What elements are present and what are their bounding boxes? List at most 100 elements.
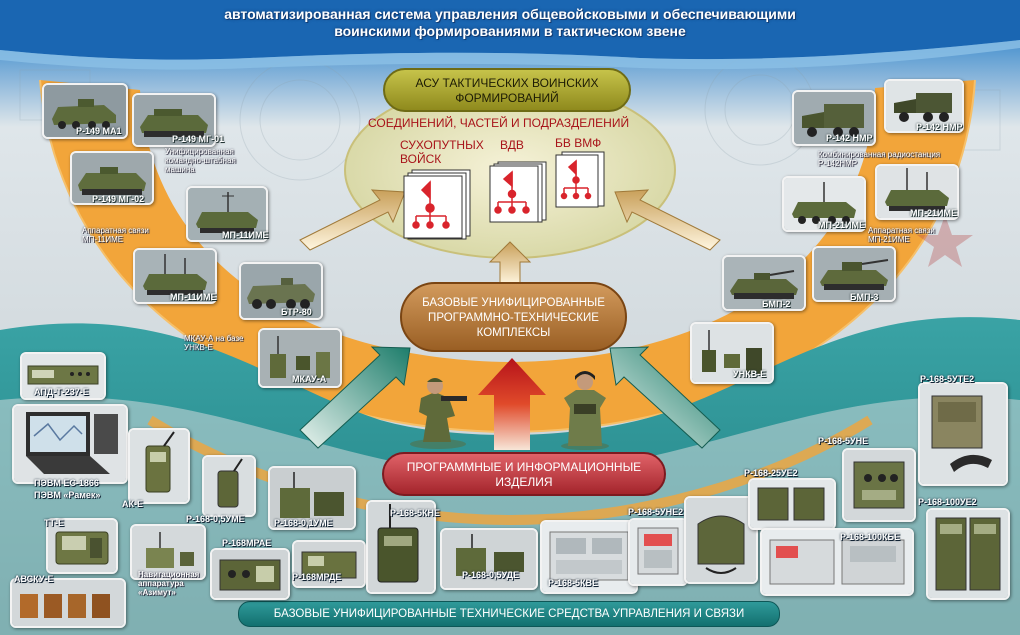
device-card-r168-100ue2 [926, 508, 1010, 600]
label-mp11ime-b: МП-11ИМЕ [170, 292, 217, 302]
tech-means-pill: БАЗОВЫЕ УНИФИЦИРОВАННЫЕ ТЕХНИЧЕСКИЕ СРЕД… [238, 601, 780, 627]
device-card-apd [20, 352, 106, 400]
btr-image [241, 264, 321, 318]
rack-radio-image [928, 510, 1008, 598]
label-r168-01ume: Р-168-0,1УМЕ [274, 518, 333, 528]
radio-set-image [270, 468, 354, 528]
apc-with-antenna-image [188, 188, 266, 240]
device-card-azimut [130, 524, 206, 580]
handheld-radio-image [204, 457, 254, 515]
label-mp21ime-a: МП-21ИМЕ [818, 220, 865, 230]
label-avsku: АВСКУ-Е [14, 574, 54, 584]
vehicle-card-r149mg01 [132, 93, 216, 147]
bv-label: БВ ВМФ [555, 136, 602, 150]
label-r168-05ume: Р-168-0,5УМЕ [186, 514, 245, 524]
device-card-r168-01ume [268, 466, 356, 530]
bmp-image [814, 248, 894, 300]
title-line-1: автоматизированная система управления об… [224, 6, 796, 22]
caption-r142: Комбинированная радиостанция Р-142НМР [818, 150, 941, 168]
asu-line-2: ФОРМИРОВАНИЙ [455, 91, 559, 105]
bmp-image [724, 257, 804, 309]
vehicle-card-mp21ime-b [875, 164, 959, 220]
label-ak: АК-Е [122, 499, 143, 509]
bag-radio-image [686, 498, 756, 582]
label-bmp3: БМП-3 [850, 292, 879, 302]
org-chart-doc-vdv [489, 161, 547, 223]
laptop-image [14, 406, 126, 482]
radio-set-image [442, 530, 536, 588]
label-pevm: ПЭВМ ЕС-1866 [34, 478, 99, 488]
page-title: автоматизированная система управления об… [130, 6, 890, 40]
label-r168-5ute2: Р-168-5УТЕ2 [920, 374, 975, 384]
software-pill: ПРОГРАММНЫЕ И ИНФОРМАЦИОННЫЕ ИЗДЕЛИЯ [382, 452, 666, 496]
label-unkv: УНКВ-Е [733, 369, 767, 379]
apc-with-antenna-image [877, 166, 957, 218]
truck-image [794, 92, 874, 144]
vehicle-card-unkv [690, 322, 774, 384]
soldier-standing-image [561, 371, 609, 450]
navigation-device-image [132, 526, 204, 578]
label-r142nmr-a: Р-142 НМР [826, 133, 873, 143]
org-chart-doc-bv [555, 151, 605, 208]
label-r168mrde: Р-168МРДЕ [292, 572, 342, 582]
base-complex-pill: БАЗОВЫЕ УНИФИЦИРОВАННЫЕ ПРОГРАММНО-ТЕХНИ… [400, 282, 627, 352]
rack-radio-image [542, 522, 636, 592]
label-btr80: БТР-80 [281, 307, 312, 317]
caption-mp11: Аппаратная связи МП-11ИМЕ [82, 226, 149, 244]
label-r168mrae: Р-168МРАЕ [222, 538, 272, 548]
label-r168-05ude: Р-168-0,5УДЕ [462, 570, 520, 580]
label-mp11ime-a: МП-11ИМЕ [222, 230, 269, 240]
label-r168-25ue2: Р-168-25УЕ2 [744, 468, 798, 478]
field-equipment-image [692, 324, 772, 382]
manpack-radio-image [368, 502, 434, 592]
device-card-r168-5une [842, 448, 916, 522]
label-tt: ТТ-Е [44, 518, 64, 528]
terminal-device-image [48, 520, 116, 572]
device-card-ak [128, 428, 190, 504]
ground-forces-label-1: СУХОПУТНЫХ [400, 138, 484, 152]
device-card-headset [684, 496, 758, 584]
label-r168-100kbe: Р-168-100КБЕ [840, 532, 900, 542]
label-bmp2: БМП-2 [762, 299, 791, 309]
label-pevm-ramek: ПЭВМ «Рамек» [34, 490, 101, 500]
field-equipment-image [260, 330, 340, 386]
asu-line-1: АСУ ТАКТИЧЕСКИХ ВОИНСКИХ [415, 76, 599, 90]
label-r142nmr-b: Р-142 НМР [916, 122, 963, 132]
device-card-r168mrde [292, 540, 366, 588]
base-complex-line-1: БАЗОВЫЕ УНИФИЦИРОВАННЫЕ [422, 297, 605, 309]
software-line-2: ИЗДЕЛИЯ [495, 475, 553, 489]
caption-mkau: МКАУ-А на базе УНКВ-Е [184, 334, 244, 352]
label-r168-5kve: Р-168-5КВЕ [548, 578, 599, 588]
soldier-kneeling-image [410, 378, 467, 449]
device-card-r168-5kve [540, 520, 638, 594]
vehicle-card-mp11ime-a [186, 186, 268, 242]
label-r168-5une2: Р-168-5УНЕ2 [628, 507, 684, 517]
vehicle-card-btr80 [239, 262, 323, 320]
rack-radio-image [750, 480, 834, 528]
label-r168-5une: Р-168-5УНЕ [818, 436, 869, 446]
base-complex-line-2: ПРОГРАММНО-ТЕХНИЧЕСКИЕ [428, 312, 599, 324]
radio-with-handset-image [920, 384, 1006, 484]
radio-box-image [212, 550, 288, 598]
label-r168-100ue2: Р-168-100УЕ2 [918, 497, 977, 507]
title-line-2: воинскими формированиями в тактическом з… [334, 23, 686, 39]
label-mp21ime-b: МП-21ИМЕ [910, 208, 957, 218]
device-card-tt [46, 518, 118, 574]
vehicle-card-mp11ime-b [133, 248, 217, 304]
vehicle-card-mkaua [258, 328, 342, 388]
caption-mg01: Унифицированная командно-штабная машина [165, 147, 236, 174]
label-r149mg02: Р-149 МГ-02 [92, 194, 145, 204]
vehicle-card-r142nmr-b [884, 79, 964, 133]
label-r149mg01: Р-149 МГ-01 [172, 134, 225, 144]
vdv-label: ВДВ [500, 138, 524, 152]
vehicle-card-r142nmr-a [792, 90, 876, 146]
ground-forces-label-2: ВОЙСК [400, 152, 442, 166]
vehicle-card-bmp2 [722, 255, 806, 311]
formations-header: СОЕДИНЕНИЙ, ЧАСТЕЙ И ПОДРАЗДЕЛЕНИЙ [368, 116, 630, 130]
apc-image [134, 95, 214, 145]
device-card-r168-5kne [366, 500, 436, 594]
label-apd: АПД-Т-237-Е [34, 387, 89, 397]
radio-units-image [12, 580, 124, 626]
radio-box-image [844, 450, 914, 520]
radio-panel-image [630, 520, 686, 584]
